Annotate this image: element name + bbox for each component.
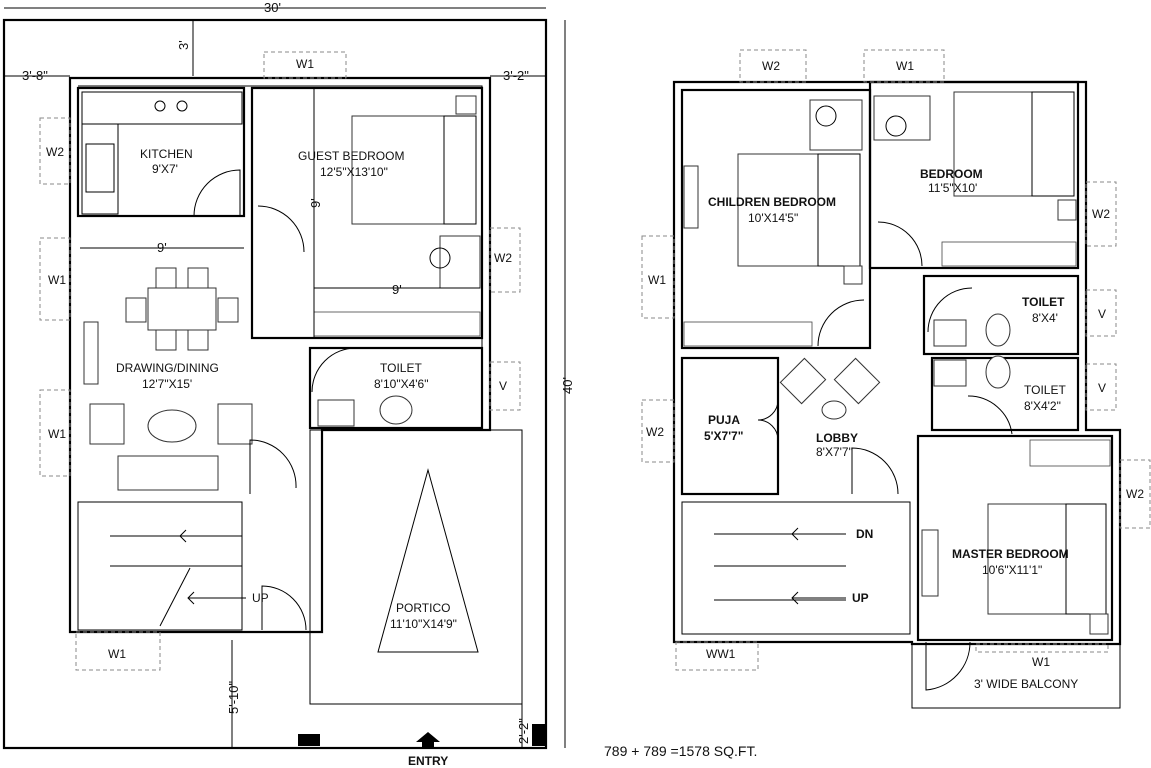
ff-toilet1-name: TOILET: [1022, 295, 1065, 309]
setback-top-label: 3': [176, 40, 191, 50]
dining-table: [125, 267, 239, 351]
ff-window-balcony-label: W1: [1032, 655, 1050, 669]
guest-bedroom-width-dim: 9': [392, 282, 402, 297]
ground-floor-plan: 30' 40' 3' 3'-8" 3'-2" KITCHEN 9'X7' 9': [2, 0, 575, 768]
puja-room: [680, 356, 780, 496]
drawing-dining-size: 12'7"X15': [142, 377, 192, 391]
master-bedroom-size: 10'6"X11'1": [982, 563, 1042, 577]
entry-arrow-icon: [416, 732, 440, 748]
plot-boundary: [2, 18, 548, 750]
gf-window-top-label: W1: [296, 57, 314, 71]
ff-bedroom-name: BEDROOM: [920, 167, 983, 181]
ground-staircase: [77, 501, 246, 631]
setback-right-label: 3'-2": [503, 68, 529, 83]
guest-bedroom-name: GUEST BEDROOM: [298, 149, 404, 163]
balcony-area: [911, 643, 1121, 709]
plot-width-label: 30': [264, 0, 281, 15]
ff-vent-toilet2-label: V: [1098, 381, 1106, 395]
master-bed: [987, 503, 1107, 615]
portico-name: PORTICO: [396, 601, 450, 615]
gate-offset-label: 2'-2": [516, 718, 531, 744]
gf-vent-toilet-label: V: [499, 379, 507, 393]
portico-pattern: [377, 468, 479, 653]
lobby-furniture: [779, 357, 881, 420]
children-bedroom-size: 10'X14'5": [748, 211, 798, 225]
lobby-size: 8'X7'7": [816, 445, 853, 459]
ground-toilet-size: 8'10"X4'6": [374, 377, 428, 391]
children-bedroom-name: CHILDREN BEDROOM: [708, 195, 836, 209]
ff-toilet2-size: 8'X4'2": [1024, 399, 1061, 413]
ff-staircase: [681, 501, 911, 635]
ff-stair-dn-label: DN: [856, 527, 873, 541]
ground-stair-up-label: UP: [252, 591, 269, 605]
gf-window-dining-label: W1: [48, 273, 66, 287]
portico-area: [309, 429, 523, 705]
ff-window-children-side-label: W1: [648, 273, 666, 287]
guest-bedroom-room: [250, 86, 484, 340]
entry-label: ENTRY: [408, 754, 448, 768]
first-floor-plan: CHILDREN BEDROOM 10'X14'5" BEDROOM 11'5"…: [641, 49, 1151, 709]
ground-toilet-name: TOILET: [380, 361, 422, 375]
guest-bed: [351, 115, 477, 225]
gf-window-drawing-label: W1: [48, 427, 66, 441]
setback-front-label: 5'-10": [226, 680, 241, 714]
guest-wardrobe: [313, 311, 481, 337]
area-note: 789 + 789 =1578 SQ.FT.: [604, 743, 757, 759]
balcony-label: 3' WIDE BALCONY: [974, 677, 1078, 691]
ff-bedroom-size: 11'5"X10': [928, 181, 977, 195]
gf-window-kitchen-label: W2: [46, 145, 64, 159]
ff-stair-up-label: UP: [852, 591, 869, 605]
kitchen-width-dim: 9': [157, 240, 167, 255]
ff-toilet1-size: 8'X4': [1032, 311, 1058, 325]
ff-toilet2-name: TOILET: [1024, 383, 1066, 397]
ff-window-master-label: W2: [1126, 487, 1144, 501]
ff-window-bedroom-side-label: W2: [1092, 207, 1110, 221]
gf-window-stair-label: W1: [108, 647, 126, 661]
ff-window-puja-label: W2: [646, 425, 664, 439]
ff-window-children-label: W2: [762, 59, 780, 73]
drawing-dining-name: DRAWING/DINING: [116, 361, 219, 375]
ff-toilet1-room: [922, 274, 1080, 356]
kitchen-name: KITCHEN: [140, 147, 193, 161]
kitchen-room: [76, 86, 246, 218]
setback-left-label: 3'-8": [22, 68, 48, 83]
guest-bedroom-depth-dim: 9': [308, 198, 323, 208]
ff-toilet2-room: [930, 356, 1080, 432]
ground-toilet-room: [308, 346, 484, 430]
sofa-set: [89, 403, 253, 491]
gf-window-bedroom-label: W2: [494, 251, 512, 265]
children-bed: [737, 153, 861, 267]
puja-size: 5'X7'7": [704, 429, 743, 443]
kitchen-size: 9'X7': [152, 162, 178, 176]
portico-size: 11'10"X14'9": [390, 617, 457, 631]
master-bedroom-room: [916, 434, 1114, 642]
guest-bedroom-size: 12'5"X13'10": [320, 165, 388, 179]
ff-window-stair-label: WW1: [706, 647, 736, 661]
lobby-name: LOBBY: [816, 431, 858, 445]
ff-bedroom-room: [868, 80, 1080, 270]
ff-window-bedroom-top-label: W1: [896, 59, 914, 73]
plot-depth-label: 40': [560, 377, 575, 394]
ff-vent-toilet1-label: V: [1098, 307, 1106, 321]
puja-name: PUJA: [708, 413, 740, 427]
master-bedroom-name: MASTER BEDROOM: [952, 547, 1069, 561]
